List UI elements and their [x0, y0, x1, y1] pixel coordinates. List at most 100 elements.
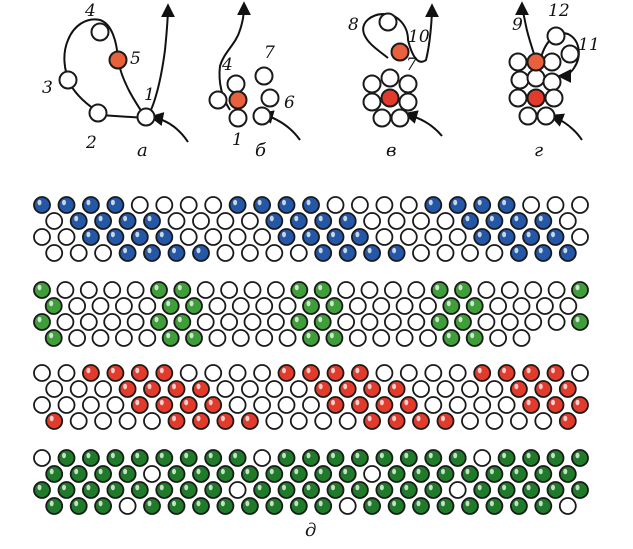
- bead-highlight: [446, 332, 451, 339]
- bead-white: [559, 297, 578, 315]
- bead-colored: [534, 380, 553, 398]
- bead-highlight: [294, 316, 299, 323]
- bead-colored: [473, 196, 492, 214]
- bead-colored: [302, 449, 320, 467]
- bead-colored: [558, 244, 577, 262]
- bead-colored: [497, 449, 516, 467]
- bead-colored: [326, 228, 345, 246]
- bead-highlight: [575, 316, 580, 323]
- bead-colored: [454, 281, 472, 299]
- bead-highlight: [98, 500, 103, 507]
- bead-highlight: [453, 452, 458, 459]
- bead-highlight: [196, 500, 201, 507]
- bead-highlight: [514, 215, 519, 222]
- bead-colored: [534, 465, 553, 483]
- bead-colored: [399, 481, 418, 499]
- bead-colored: [179, 396, 198, 414]
- bead-colored: [106, 196, 125, 214]
- bead-white: [216, 380, 235, 398]
- bead-highlight: [538, 468, 543, 475]
- bead-white: [314, 412, 333, 430]
- bead-colored: [412, 412, 430, 430]
- bead-colored: [45, 497, 64, 515]
- bead-white: [208, 90, 228, 110]
- bead-colored: [204, 481, 223, 499]
- bead-white: [289, 380, 308, 398]
- bead-colored: [338, 465, 357, 483]
- bead-white: [526, 68, 546, 88]
- bead-highlight: [110, 199, 115, 206]
- bead-colored: [167, 380, 186, 398]
- bead-highlight: [318, 383, 323, 390]
- bead-colored: [277, 481, 296, 499]
- bead-highlight: [435, 316, 440, 323]
- thread-tail: [403, 110, 443, 137]
- bead-highlight: [331, 452, 335, 459]
- bead-white: [196, 313, 215, 331]
- bead-colored: [436, 465, 455, 483]
- bead-white: [489, 329, 508, 347]
- bead-white: [252, 106, 272, 126]
- bead-colored: [534, 244, 553, 262]
- bead-highlight: [551, 231, 555, 238]
- bead-colored: [485, 497, 504, 515]
- bead-white: [348, 329, 367, 347]
- bead-bands: [33, 196, 589, 515]
- bead-colored: [522, 481, 540, 499]
- bead-colored: [290, 313, 309, 331]
- bead-white: [380, 68, 400, 88]
- bead-white: [94, 244, 112, 262]
- bead-white: [253, 364, 272, 382]
- bead-highlight: [428, 484, 433, 491]
- bead-highlight: [37, 316, 42, 323]
- bead-white: [363, 465, 382, 483]
- bead-white: [485, 380, 504, 398]
- bead-white: [372, 108, 392, 128]
- bead-highlight: [392, 415, 397, 422]
- bead-colored: [155, 481, 174, 499]
- bead-colored: [430, 313, 449, 331]
- bead-white: [547, 281, 566, 299]
- bead-colored: [424, 481, 443, 499]
- bead-white: [485, 412, 504, 430]
- bead-highlight: [294, 500, 299, 507]
- bead-white: [524, 281, 543, 299]
- bead-colored: [130, 228, 149, 246]
- bead-white: [542, 52, 562, 72]
- bead-white: [88, 103, 108, 123]
- bead-white: [226, 74, 246, 94]
- bead-highlight: [379, 484, 384, 491]
- bead-colored: [375, 449, 394, 467]
- bead-highlight: [110, 231, 115, 238]
- bead-white: [57, 396, 76, 414]
- bead-colored: [571, 396, 589, 414]
- bead-highlight: [514, 468, 519, 475]
- bead-colored: [82, 364, 100, 382]
- bead-white: [512, 329, 531, 347]
- bead-highlight: [306, 231, 311, 238]
- bead-highlight: [477, 231, 482, 238]
- bead-colored: [473, 481, 492, 499]
- bead-white: [398, 74, 418, 94]
- bead-colored: [510, 212, 528, 230]
- bead-highlight: [147, 500, 152, 507]
- bead-highlight: [416, 468, 421, 475]
- bead-colored: [314, 465, 333, 483]
- bead-white: [208, 329, 227, 347]
- bead-highlight: [575, 284, 580, 291]
- bead-highlight: [184, 452, 189, 459]
- bead-white: [362, 74, 382, 94]
- bead-white: [419, 297, 437, 315]
- bead-highlight: [62, 199, 66, 206]
- bead-colored: [571, 481, 589, 499]
- bead-highlight: [435, 284, 440, 291]
- bead-highlight: [575, 452, 580, 459]
- bead-white: [33, 364, 51, 382]
- bead-white: [500, 313, 519, 331]
- bead-colored: [289, 497, 308, 515]
- bead-number: 11: [578, 35, 600, 55]
- bead-highlight: [196, 247, 201, 254]
- bead-white: [240, 380, 259, 398]
- bead-highlight: [49, 332, 54, 339]
- bead-white: [436, 244, 455, 262]
